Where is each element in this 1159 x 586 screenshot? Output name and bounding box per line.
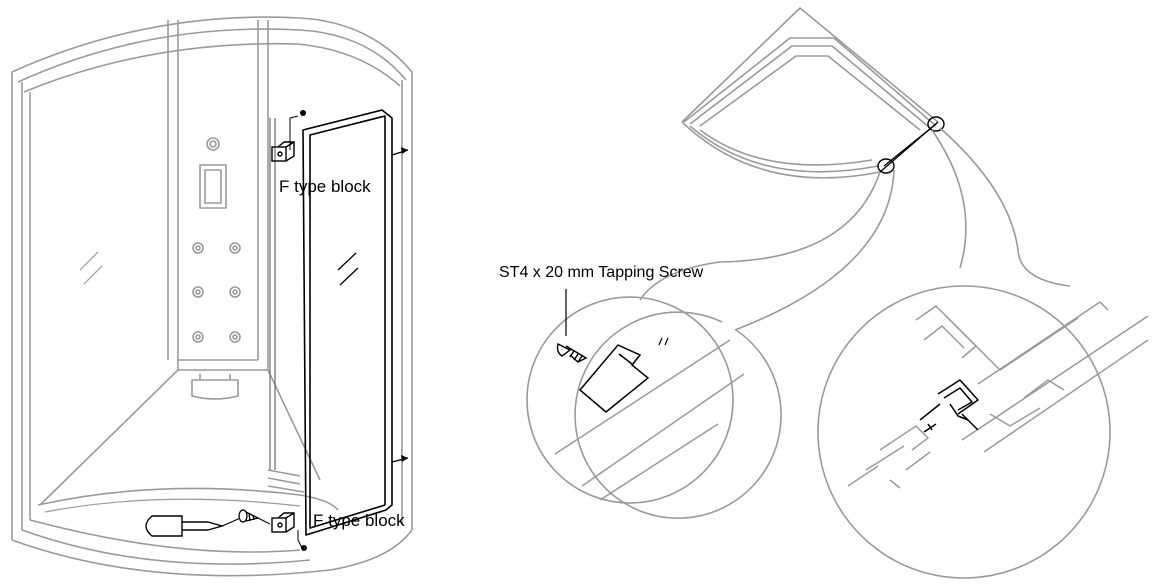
profile-clamp <box>919 379 979 433</box>
arrowheads <box>300 110 408 551</box>
f-block-label-bottom: F type block <box>313 511 405 530</box>
tray-top-view <box>681 7 939 179</box>
detail-bubble-screw <box>526 169 895 519</box>
detail-bubble-profile <box>817 127 1111 579</box>
profile-detail <box>847 301 1149 489</box>
screw-label: ST4 x 20 mm Tapping Screw <box>499 264 704 281</box>
screwdriver-icon <box>145 515 241 537</box>
screw-icon <box>238 509 271 525</box>
screw-detail <box>554 289 745 501</box>
f-block-label-top: F type block <box>279 177 371 196</box>
ellipse-callout-icon <box>877 116 945 174</box>
screw-icon <box>556 342 588 363</box>
shower-enclosure <box>11 16 413 577</box>
f-block-icon <box>271 512 295 533</box>
f-block-icon <box>271 141 295 162</box>
massage-jets <box>192 242 241 343</box>
